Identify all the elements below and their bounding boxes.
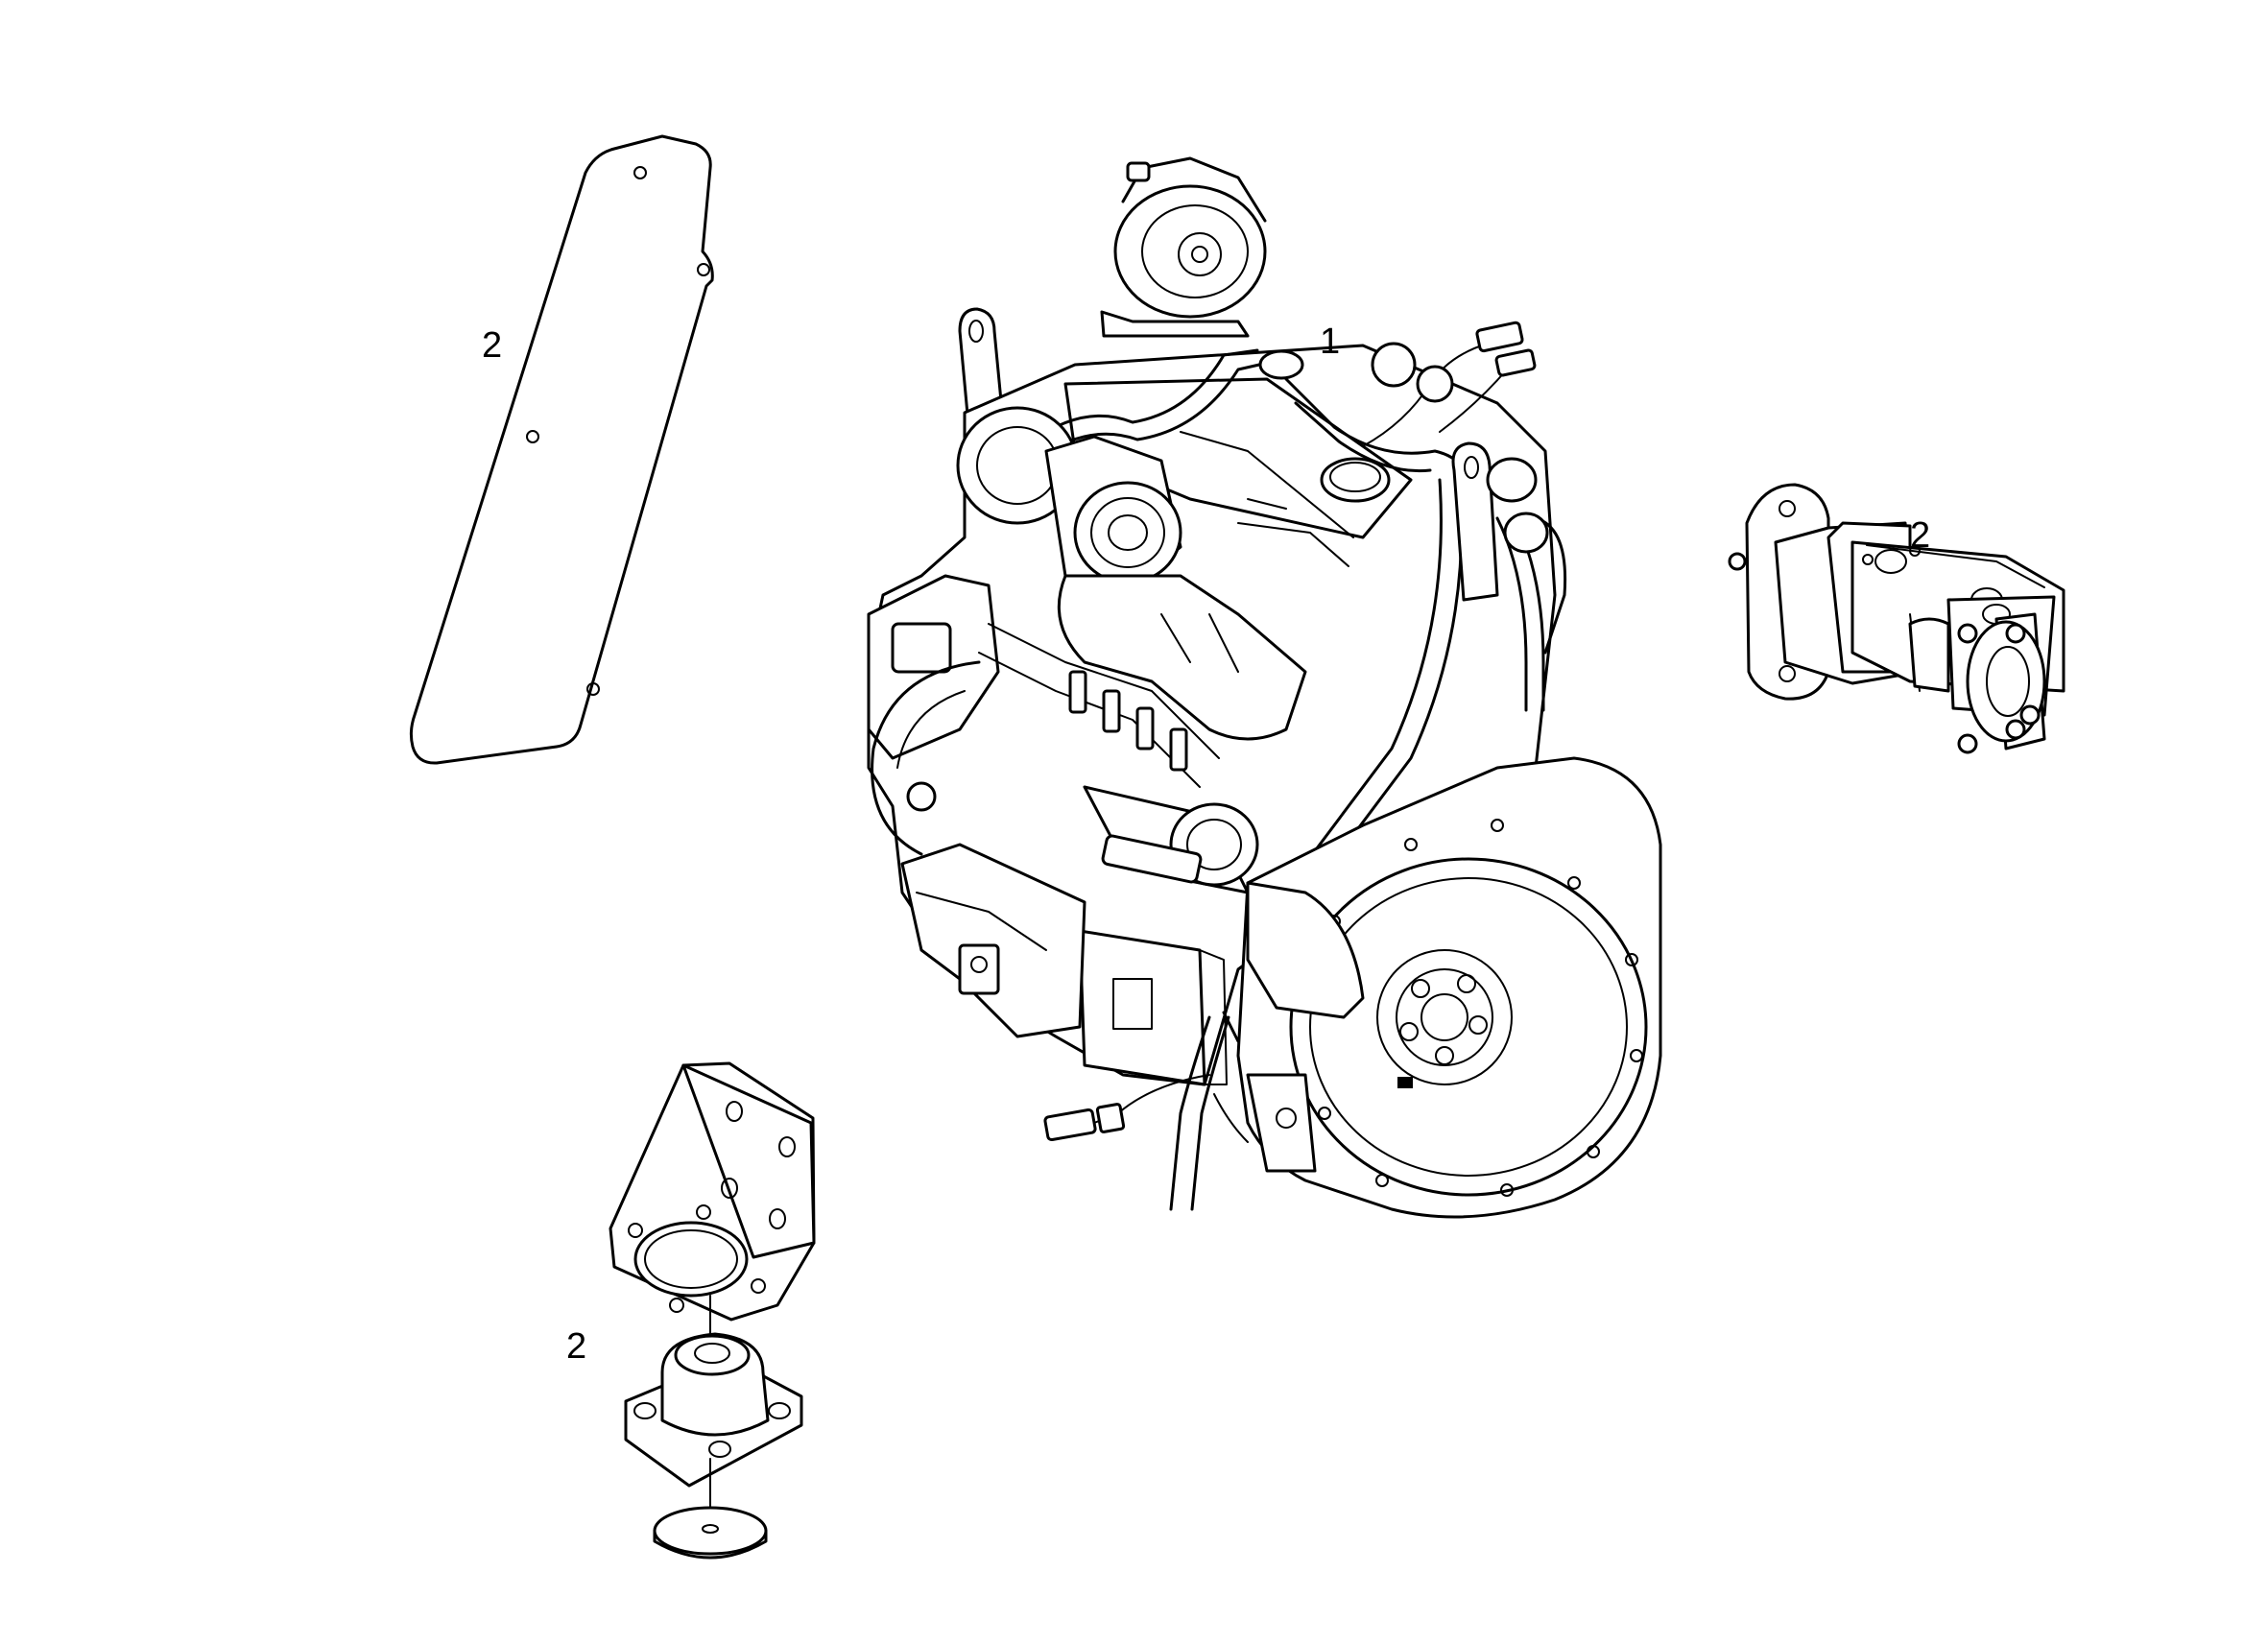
engine-assembly[interactable]	[867, 156, 1662, 1219]
starter-motor	[1083, 785, 1259, 894]
gasket-part[interactable]	[409, 134, 714, 765]
flywheel-housing	[1236, 756, 1662, 1219]
callout-engine-mount: 2	[566, 1326, 586, 1367]
callout-gasket: 2	[482, 325, 502, 366]
callout-engine-assembly: 1	[1320, 322, 1340, 362]
callout-hydraulic-pump: 2	[1910, 515, 1930, 556]
alternator	[1100, 156, 1267, 338]
hydraulic-pump-part[interactable]	[1728, 483, 2065, 754]
turbocharger	[956, 406, 1182, 587]
engine-mount-part[interactable]	[609, 1061, 816, 1560]
